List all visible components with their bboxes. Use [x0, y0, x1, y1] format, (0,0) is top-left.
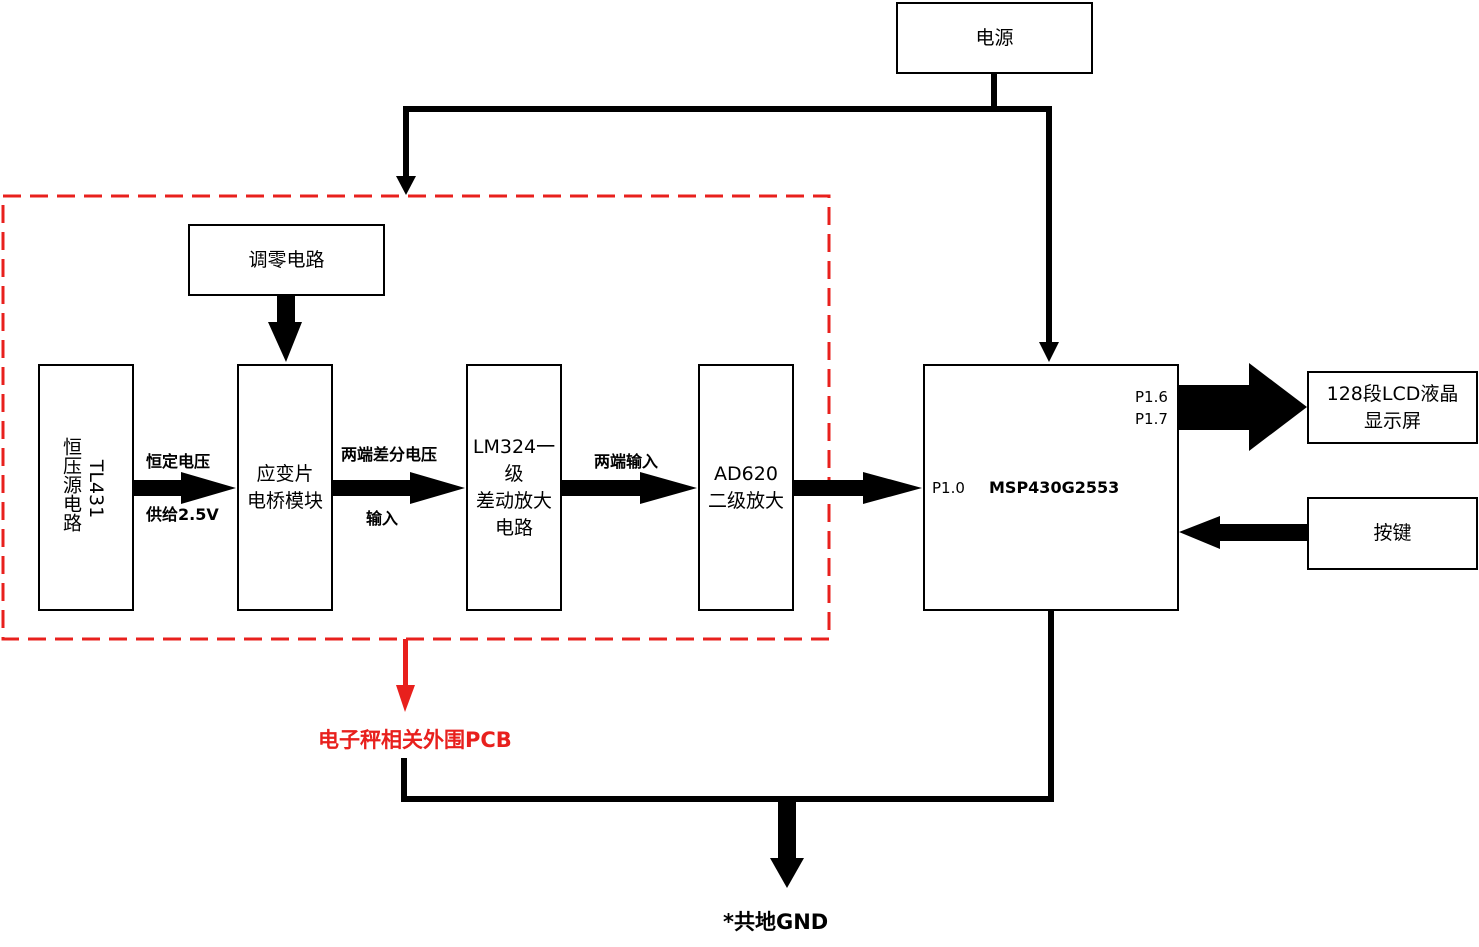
arrow-keys-head	[1179, 516, 1220, 549]
arrow-pcb-shaft	[403, 639, 408, 687]
power-feed-lines	[403, 74, 1052, 344]
lcd-label-line2: 显示屏	[1363, 409, 1421, 432]
arrow-lcd-shaft	[1178, 385, 1251, 430]
zero-adjust-label: 调零电路	[248, 248, 325, 271]
tl431-block	[38, 364, 134, 611]
arrow-lm324-head	[640, 472, 697, 504]
lcd-label: 128段LCD液晶 显示屏	[1327, 381, 1459, 435]
label-input: 输入	[366, 509, 399, 528]
arrow-ad620-head	[863, 472, 922, 504]
keys-label: 按键	[1373, 522, 1412, 544]
ad620-label: AD620 二级放大	[708, 461, 784, 515]
label-diff-voltage: 两端差分电压	[341, 445, 438, 464]
lcd-block: 128段LCD液晶 显示屏	[1307, 371, 1478, 444]
pin-p16: P1.6	[1135, 388, 1168, 406]
label-constant-voltage: 恒定电压	[146, 452, 211, 471]
ad620-label-line2: 二级放大	[707, 489, 784, 512]
pcb-region-outline	[1, 194, 831, 641]
ground-lines	[401, 611, 1054, 802]
bridge-block: 应变片 电桥模块	[237, 364, 333, 611]
arrow-lm324-shaft	[561, 480, 642, 496]
arrow-gnd-shaft	[778, 799, 796, 862]
pin-p10: P1.0	[932, 479, 965, 497]
lm324-label: LM324一 级 差动放大 电路	[473, 434, 555, 542]
lm324-label-line2: 级	[504, 462, 524, 485]
tl431-desc-text: 恒压源电路	[60, 437, 82, 532]
bridge-label-line1: 应变片	[256, 462, 314, 485]
mcu-block	[923, 364, 1179, 611]
arrow-power-to-pcb	[396, 176, 416, 195]
power-block: 电源	[896, 2, 1093, 74]
ad620-label-line1: AD620	[714, 462, 778, 485]
arrow-ad620-shaft	[793, 480, 865, 496]
arrow-gnd-head	[770, 858, 804, 888]
ad620-block: AD620 二级放大	[698, 364, 794, 611]
arrow-power-to-mcu	[1039, 342, 1059, 362]
lcd-label-line1: 128段LCD液晶	[1326, 382, 1459, 405]
arrow-tl431-shaft	[133, 480, 183, 496]
lm324-block: LM324一 级 差动放大 电路	[466, 364, 562, 611]
bridge-label: 应变片 电桥模块	[247, 461, 323, 515]
mcu-label: MSP430G2553	[989, 478, 1120, 497]
label-supply-2v5: 供给2.5V	[146, 505, 219, 524]
arrow-tl431-head	[181, 472, 236, 504]
keys-block: 按键	[1307, 497, 1478, 570]
arrow-bridge-head	[410, 472, 465, 504]
arrow-zero-shaft	[277, 296, 295, 324]
arrow-zero-head	[268, 322, 302, 362]
tl431-label: TL431	[85, 459, 107, 519]
lm324-label-line4: 电路	[494, 516, 533, 539]
lm324-label-line1: LM324一	[472, 435, 556, 458]
arrow-bridge-shaft	[332, 480, 412, 496]
bridge-label-line2: 电桥模块	[246, 489, 323, 512]
label-both-input: 两端输入	[594, 452, 659, 471]
arrow-lcd-head	[1249, 363, 1307, 451]
gnd-label: *共地GND	[723, 910, 829, 934]
arrow-keys-shaft	[1218, 524, 1308, 541]
lm324-label-line3: 差动放大	[475, 489, 552, 512]
power-label: 电源	[975, 26, 1014, 49]
zero-adjust-block: 调零电路	[188, 224, 385, 296]
pcb-region-label: 电子秤相关外围PCB	[318, 728, 512, 752]
pin-p17: P1.7	[1135, 410, 1168, 428]
arrow-pcb-head	[396, 685, 415, 712]
tl431-desc: 恒压源电路	[60, 437, 83, 532]
